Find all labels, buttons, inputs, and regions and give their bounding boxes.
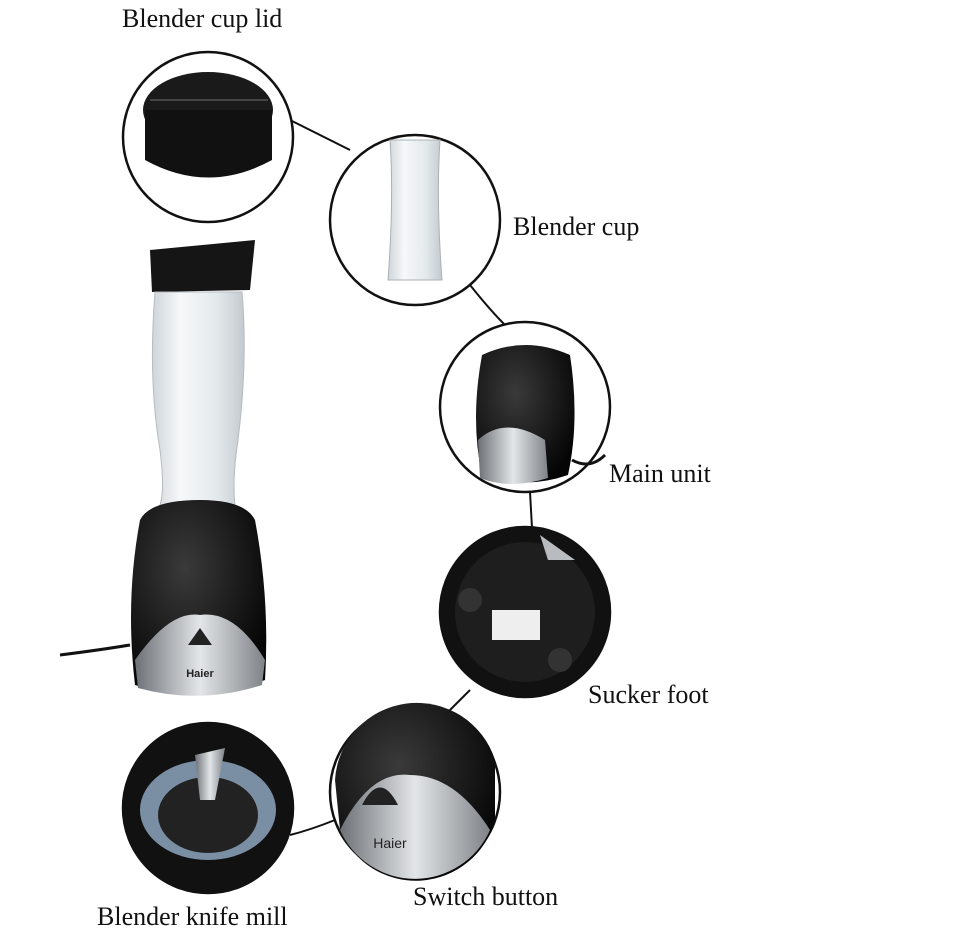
connector-line <box>289 119 533 836</box>
label-blender-cup: Blender cup <box>513 212 640 241</box>
label-switch-button: Switch button <box>413 882 559 911</box>
main-unit-circle <box>438 320 612 494</box>
switch-button-circle: Haier <box>328 702 502 881</box>
lid-circle <box>121 50 295 224</box>
blender-assembled: Haier <box>59 240 267 696</box>
knife-mill-circle <box>121 721 295 895</box>
brand-logo: Haier <box>373 835 407 851</box>
label-blender-cup-lid: Blender cup lid <box>122 4 283 33</box>
brand-logo: Haier <box>186 668 214 680</box>
cup-circle <box>328 133 502 307</box>
label-blender-knife-mill: Blender knife mill <box>97 902 288 931</box>
sucker-foot-circle <box>438 525 612 699</box>
label-main-unit: Main unit <box>609 459 711 488</box>
label-sucker-foot: Sucker foot <box>588 680 709 709</box>
